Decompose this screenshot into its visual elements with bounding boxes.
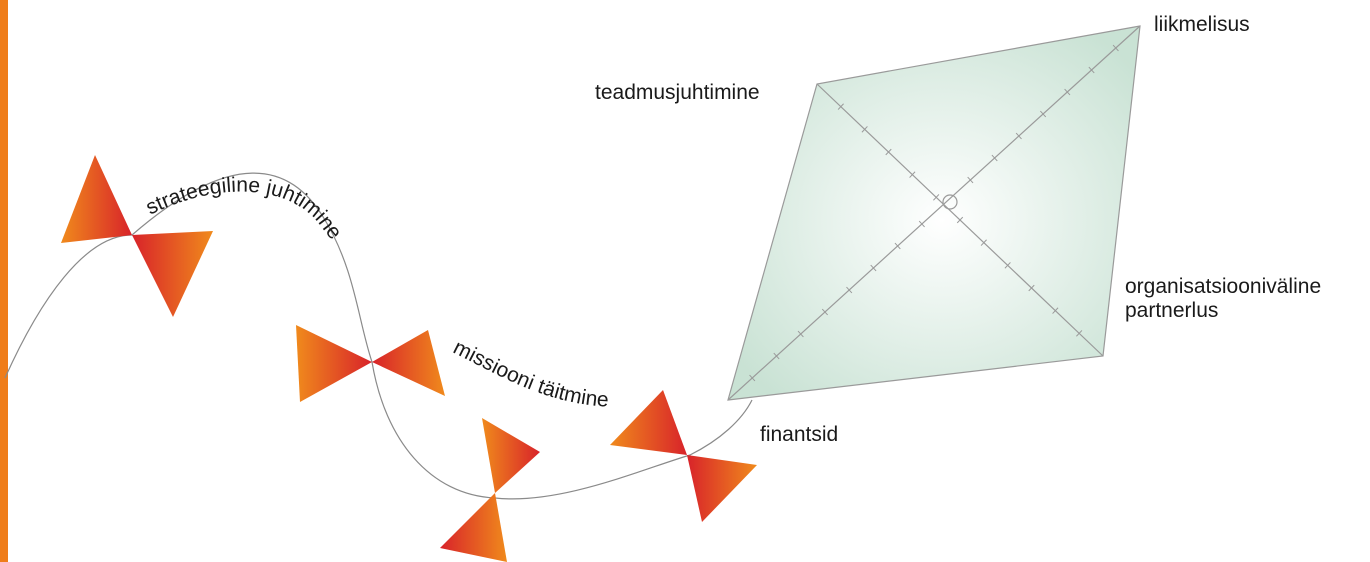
- corner-label-right: organisatsiooniväline partnerlus: [1125, 275, 1321, 323]
- corner-label-top: liikmelisus: [1154, 13, 1250, 36]
- axis-tick: [885, 148, 892, 156]
- axis-tick: [956, 216, 964, 224]
- axis-tick: [1015, 132, 1022, 140]
- axis-tick: [821, 308, 828, 316]
- axis-tick: [991, 154, 998, 162]
- axis-tick: [1040, 110, 1047, 118]
- kite-center-circle: [942, 194, 958, 210]
- axis-tick: [918, 220, 925, 228]
- kite-diagonal-1: [727, 25, 1141, 401]
- corner-label-bottom: finantsid: [760, 423, 839, 446]
- axis-tick: [773, 352, 780, 360]
- corner-label-right-line1: organisatsiooniväline: [1125, 275, 1322, 298]
- accent-bar: [0, 0, 8, 562]
- tail-bow-4: [610, 390, 757, 522]
- axis-tick: [846, 286, 853, 294]
- tail-label-mission-fulfilment: missiooni täitmine: [450, 336, 610, 412]
- corner-label-right-line2: partnerlus: [1125, 299, 1219, 323]
- tail-bow-3: [440, 418, 540, 562]
- axis-tick: [797, 330, 804, 338]
- axis-tick: [909, 171, 916, 178]
- axis-tick: [1004, 262, 1011, 269]
- axis-tick: [933, 194, 940, 201]
- axis-tick: [894, 242, 901, 250]
- kite-axis-ticks: [749, 44, 1119, 382]
- axis-tick: [837, 103, 844, 110]
- axis-tick: [980, 239, 987, 246]
- axis-tick: [1112, 44, 1119, 52]
- axis-tick: [1028, 284, 1035, 292]
- tail-bow-2: [296, 325, 445, 402]
- axis-tick: [1052, 307, 1059, 314]
- axis-tick: [967, 176, 974, 184]
- corner-label-left: teadmusjuhtimine: [595, 81, 760, 104]
- axis-tick: [861, 126, 868, 133]
- axis-tick: [1088, 66, 1095, 74]
- axis-tick: [749, 374, 756, 382]
- axis-tick: [1064, 88, 1071, 96]
- axis-tick: [870, 264, 877, 272]
- axis-tick: [1076, 330, 1083, 337]
- tail-bow-1: [61, 155, 213, 317]
